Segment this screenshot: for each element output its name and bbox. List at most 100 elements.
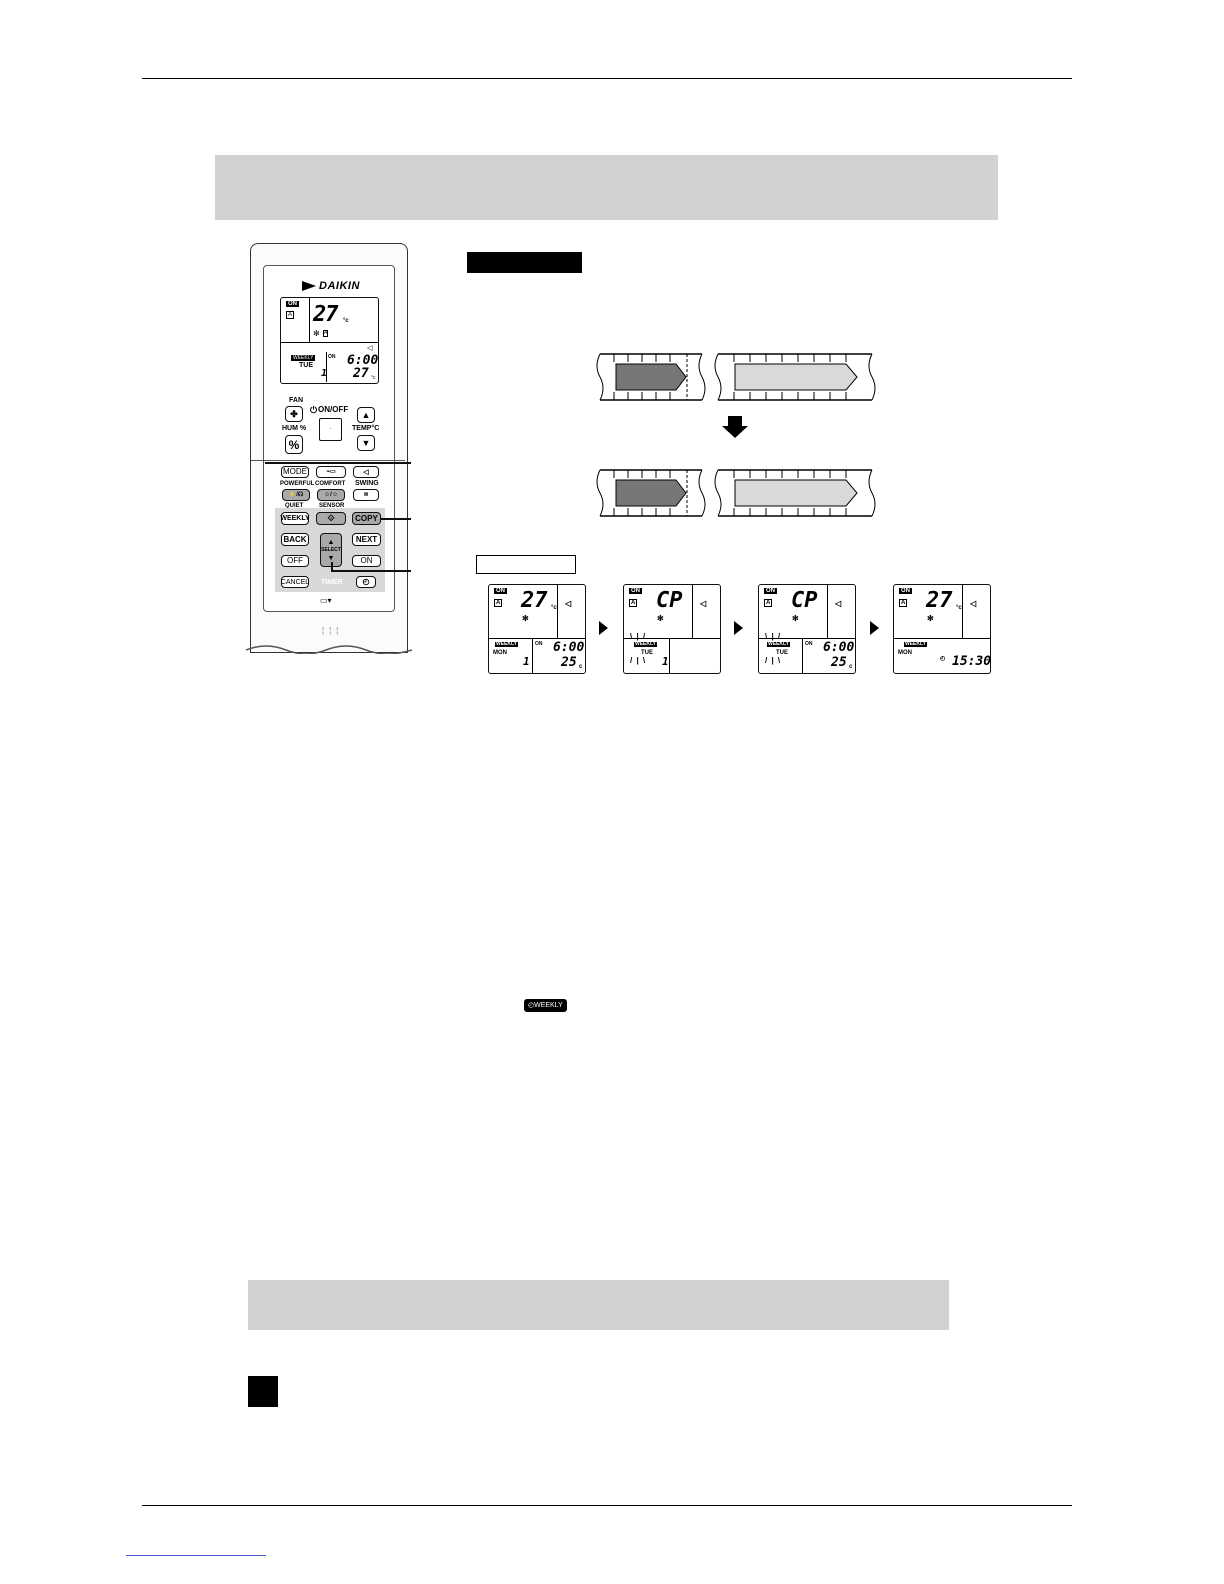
- step1-vline: [557, 585, 558, 638]
- step1-time: 6:00: [553, 640, 585, 655]
- step2-vline: [692, 585, 693, 638]
- step4-main: 27: [926, 588, 953, 613]
- weekly-button[interactable]: WEEKLY: [280, 512, 310, 525]
- right-bar-wave-r: [868, 353, 876, 401]
- select-button[interactable]: ▲ SELECT ▼: [320, 533, 342, 567]
- step2-blink-rays: \ | /: [630, 632, 647, 641]
- brand-name: DAIKIN: [319, 280, 360, 292]
- econo-icon: ⌁▭: [326, 469, 336, 475]
- sequence-arrow-1: [599, 621, 608, 635]
- sequence-arrow-3: [870, 621, 879, 635]
- header-rule: [142, 78, 1072, 79]
- step3-fan-icon: ✻: [792, 614, 799, 623]
- step2-hline: [624, 638, 720, 639]
- left-bar-wave-l: [596, 353, 604, 401]
- lcd-temperature: 27: [313, 302, 338, 327]
- dark-arrow-result: [615, 479, 687, 507]
- step1-main: 27: [521, 588, 548, 613]
- lcd-auto-icon: A: [286, 311, 295, 319]
- powerful-quiet-button[interactable]: ⚡/☊: [282, 489, 310, 501]
- powerful-label: POWERFUL: [280, 481, 315, 487]
- led-indicator: ◦: [329, 426, 332, 432]
- temp-down-button[interactable]: ▼: [357, 435, 375, 451]
- swing-h-icon: ◁: [363, 468, 369, 476]
- fan-icon: ✤: [290, 408, 298, 419]
- step3-auto-icon: A: [764, 599, 773, 607]
- fan-button[interactable]: ✤: [285, 406, 303, 422]
- temp-up-button[interactable]: ▲: [357, 407, 375, 423]
- step1-temp-unit: c: [579, 664, 583, 670]
- step3-temp: 25: [831, 655, 847, 670]
- left-bar-wave-r: [698, 353, 706, 401]
- step1-program: 1: [523, 655, 530, 668]
- on-off-button[interactable]: ◦: [319, 418, 342, 441]
- lcd-timer-time: 6:00: [347, 353, 379, 368]
- diagram-source-row: [596, 353, 876, 401]
- lcd-day: TUE: [299, 362, 313, 369]
- timer-label: TIMER: [321, 579, 343, 586]
- step3-main: CP: [791, 588, 818, 613]
- dark-arrow: [615, 363, 687, 391]
- step2-weekly: WEEKLY: [634, 641, 657, 647]
- step1-sound-icon: ◁: [565, 599, 572, 608]
- swing-horizontal-button[interactable]: ◁: [353, 466, 379, 478]
- copy-button[interactable]: COPY: [352, 512, 381, 525]
- lcd-timer-unit: °c: [371, 375, 376, 381]
- step1-temp: 25: [561, 655, 577, 670]
- temp-label: TEMP°C: [352, 425, 380, 432]
- step3-temp-unit: c: [849, 664, 853, 670]
- step3-weekly: WEEKLY: [767, 641, 790, 647]
- step2-auto-icon: A: [629, 599, 638, 607]
- hum-button[interactable]: %: [285, 435, 303, 454]
- diagram-result-row: [596, 469, 876, 517]
- lcd-timer-on: ON: [328, 354, 336, 360]
- callout-line-3-vertical: [331, 562, 333, 571]
- down-arrow-icon: [722, 416, 748, 438]
- off-timer-button[interactable]: OFF: [281, 555, 309, 567]
- clock-button[interactable]: ◴: [356, 576, 376, 588]
- step2-fan-icon: ✻: [657, 614, 664, 623]
- cancel-button[interactable]: CANCEL: [281, 576, 309, 588]
- step4-auto-icon: A: [899, 599, 908, 607]
- step1-timer-on: ON: [535, 641, 543, 647]
- step1-weekly: WEEKLY: [495, 641, 518, 647]
- step2-program: 1: [662, 655, 669, 668]
- step3-time: 6:00: [823, 640, 855, 655]
- callout-line-1: [265, 462, 411, 464]
- next-button[interactable]: NEXT: [352, 533, 381, 546]
- step4-fan-icon: ✻: [927, 614, 934, 623]
- footer-link-underline[interactable]: [126, 1555, 266, 1556]
- notes-heading-band: [248, 1280, 949, 1330]
- triangle-up-icon: ▲: [361, 409, 371, 420]
- mode-button[interactable]: MODE: [281, 466, 309, 478]
- step4-day: MON: [898, 650, 912, 656]
- econo-button[interactable]: ⌁▭: [316, 466, 346, 478]
- inline-clock-icon: ◴: [528, 1002, 535, 1009]
- clock-icon: ◴: [362, 577, 370, 586]
- lcd-timer-temp: 27: [353, 366, 369, 381]
- step2-sound-icon: ◁: [700, 599, 707, 608]
- light-arrow: [734, 363, 858, 391]
- step2-main: CP: [656, 588, 683, 613]
- comfort-sensor-button[interactable]: ☺/☺: [317, 489, 345, 501]
- step4-vline: [962, 585, 963, 638]
- step4-hline: [894, 638, 990, 639]
- swing-v-icon: ≋: [363, 492, 369, 498]
- inline-weekly-badge: ◴WEEKLY: [524, 999, 567, 1012]
- program-button[interactable]: ⟐: [316, 512, 346, 525]
- on-timer-button[interactable]: ON: [352, 555, 381, 567]
- lcd-step-2: ON A CP ✻ ◁ \ | / WEEKLY TUE / | \ 1: [623, 584, 721, 674]
- lcd-divider-v2: [326, 352, 327, 382]
- step4-on-badge: ON: [899, 588, 912, 594]
- select-up-icon: ▲: [327, 538, 335, 546]
- step3-sound-icon: ◁: [835, 599, 842, 608]
- remote-lcd: ON A 27 °c ✻ A WEEKLY TUE 1 ON 6:00 27 °…: [280, 297, 379, 384]
- step4-unit: °c: [956, 605, 962, 611]
- step1-on-badge: ON: [494, 588, 507, 594]
- swing-button[interactable]: ≋: [353, 489, 379, 501]
- back-button[interactable]: BACK: [281, 533, 309, 546]
- lcd-on-badge: ON: [286, 301, 299, 307]
- powerful-quiet-icon: ⚡/☊: [288, 492, 304, 498]
- section-heading-band: [215, 155, 998, 220]
- step3-vline: [827, 585, 828, 638]
